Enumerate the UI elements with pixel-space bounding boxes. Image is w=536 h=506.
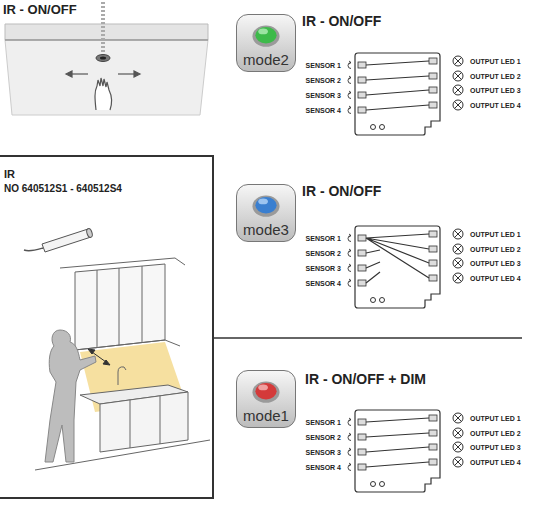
- output-label: OUTPUT LED 4: [470, 102, 521, 109]
- separator-line: [214, 337, 522, 339]
- controller-mode3: [348, 226, 463, 308]
- sensor-label: SENSOR 1: [306, 235, 341, 242]
- sensor-illustration: [24, 228, 93, 252]
- sensor-label: SENSOR 3: [306, 92, 341, 99]
- mode-title: IR - ON/OFF: [302, 14, 381, 28]
- mode-title: IR - ON/OFF + DIM: [305, 372, 426, 386]
- output-label: OUTPUT LED 3: [470, 260, 521, 267]
- sensor-label: SENSOR 1: [306, 419, 341, 426]
- sensor-label: SENSOR 2: [306, 434, 341, 441]
- controller-mode1: [348, 410, 463, 492]
- sensor-label: SENSOR 3: [306, 265, 341, 272]
- output-label: OUTPUT LED 3: [470, 444, 521, 451]
- part-number: NO 640512S1 - 640512S4: [4, 184, 122, 194]
- output-label: OUTPUT LED 2: [470, 73, 521, 80]
- ceiling-illustration: [5, 2, 208, 115]
- output-label: OUTPUT LED 2: [470, 430, 521, 437]
- sensor-label: SENSOR 4: [306, 464, 341, 471]
- product-panel: IR NO 640512S1 - 640512S4: [0, 155, 214, 499]
- output-label: OUTPUT LED 1: [470, 58, 521, 65]
- output-label: OUTPUT LED 4: [470, 275, 521, 282]
- output-label: OUTPUT LED 3: [470, 87, 521, 94]
- button-label: mode2: [237, 52, 295, 67]
- section-title: IR - ON/OFF: [3, 3, 77, 16]
- sensor-label: SENSOR 2: [306, 77, 341, 84]
- panel-heading: IR: [4, 169, 15, 180]
- kitchen-illustration: [35, 258, 210, 470]
- sensor-label: SENSOR 2: [306, 250, 341, 257]
- output-label: OUTPUT LED 1: [470, 231, 521, 238]
- button-label: mode1: [237, 408, 295, 423]
- mode-button: mode1: [236, 370, 296, 428]
- mode-title: IR - ON/OFF: [302, 184, 381, 198]
- button-label: mode3: [237, 222, 295, 237]
- controller-mode2: [348, 53, 463, 135]
- sensor-label: SENSOR 4: [306, 280, 341, 287]
- output-label: OUTPUT LED 2: [470, 246, 521, 253]
- sensor-label: SENSOR 1: [306, 62, 341, 69]
- mode-button: mode3: [236, 184, 296, 242]
- output-label: OUTPUT LED 4: [470, 459, 521, 466]
- sensor-label: SENSOR 4: [306, 107, 341, 114]
- sensor-label: SENSOR 3: [306, 449, 341, 456]
- output-label: OUTPUT LED 1: [470, 415, 521, 422]
- mode-button: mode2: [236, 14, 296, 72]
